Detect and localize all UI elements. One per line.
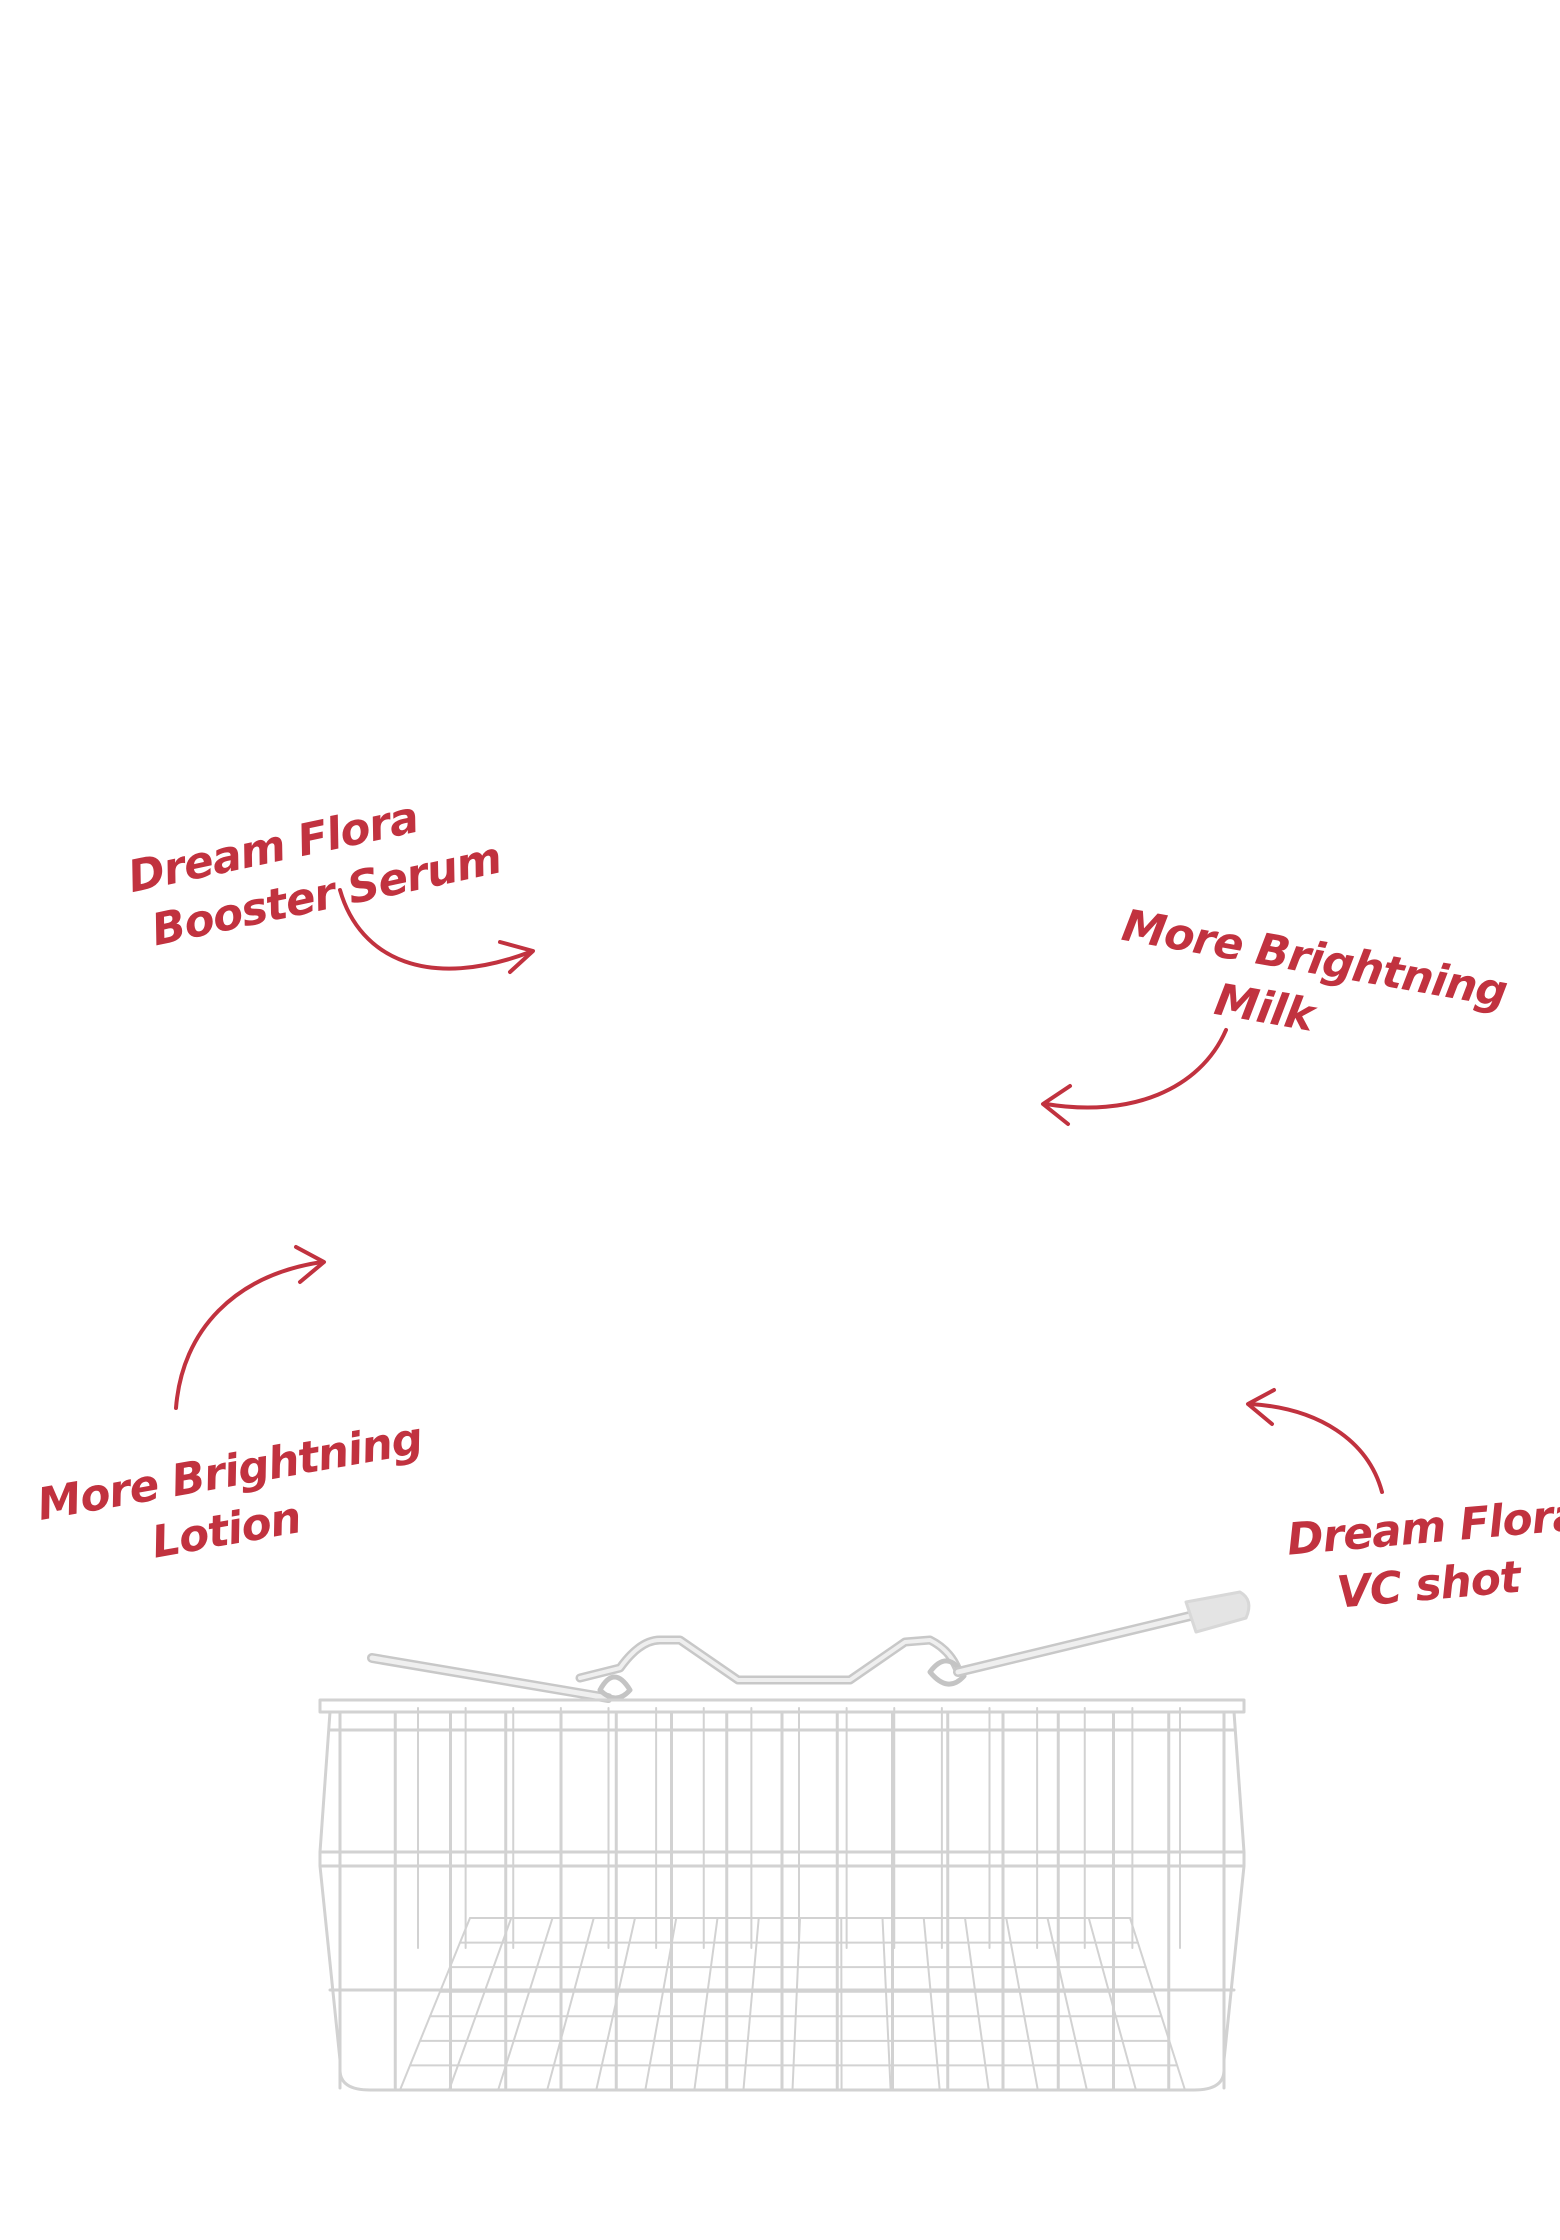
arrow-dream-flora-vc xyxy=(1246,1388,1384,1494)
basket-floor-wire xyxy=(881,1917,892,2091)
basket-floor-wire xyxy=(399,1917,471,2091)
basket-floor-wire xyxy=(1129,1917,1186,2091)
basket xyxy=(318,1590,1251,2092)
basket-floor-wire xyxy=(546,1917,595,2091)
label-dream-flora-vc: Dream Flora VC shot xyxy=(1285,1489,1560,1619)
basket-handle-hinge-left xyxy=(597,1674,633,1701)
basket-right-side xyxy=(1222,1710,1246,2062)
basket-floor-wire xyxy=(693,1917,719,2091)
label-dream-flora-vc-line2: VC shot xyxy=(1335,1552,1525,1619)
arrow-more-brightning-lotion xyxy=(174,1245,326,1410)
basket-handle-right-bar-highlight xyxy=(955,1613,1193,1675)
label-more-brightning-milk: More Brightning Milk xyxy=(1118,900,1511,1042)
basket-back-frame xyxy=(399,1707,1186,2091)
label-more-brightning-lotion: More Brightning Lotion xyxy=(34,1413,427,1569)
basket-left-side xyxy=(318,1710,342,2062)
basket-floor-wire xyxy=(791,1917,801,2091)
basket-top-rim xyxy=(318,1698,1246,1714)
basket-floor-wire xyxy=(742,1917,760,2091)
arrow-more-brightning-milk xyxy=(1041,1028,1228,1126)
arrow-dream-flora-serum xyxy=(338,888,535,974)
basket-handle-left-bar-highlight xyxy=(369,1655,611,1701)
basket-floor-wire xyxy=(1005,1917,1039,2091)
basket-floor-wire xyxy=(964,1917,990,2091)
label-more-brightning-milk-line2: Milk xyxy=(1211,974,1321,1042)
basket-floor-wire xyxy=(922,1917,941,2091)
label-dream-flora-vc-line1: Dream Flora xyxy=(1285,1489,1560,1565)
basket-floor-wire xyxy=(448,1917,513,2091)
basket-handle-hinge-right xyxy=(927,1658,967,1687)
basket-handle xyxy=(367,1590,1251,1703)
basket-front-frame xyxy=(318,1698,1246,2092)
basket-floor-wire xyxy=(1046,1917,1088,2091)
basket-bottom-rim xyxy=(338,1988,1226,2092)
basket-handle-bend-highlight xyxy=(578,1638,960,1682)
basket-handle-grip xyxy=(1184,1590,1251,1634)
label-dream-flora-serum: Dream Flora Booster Serum xyxy=(124,792,506,956)
